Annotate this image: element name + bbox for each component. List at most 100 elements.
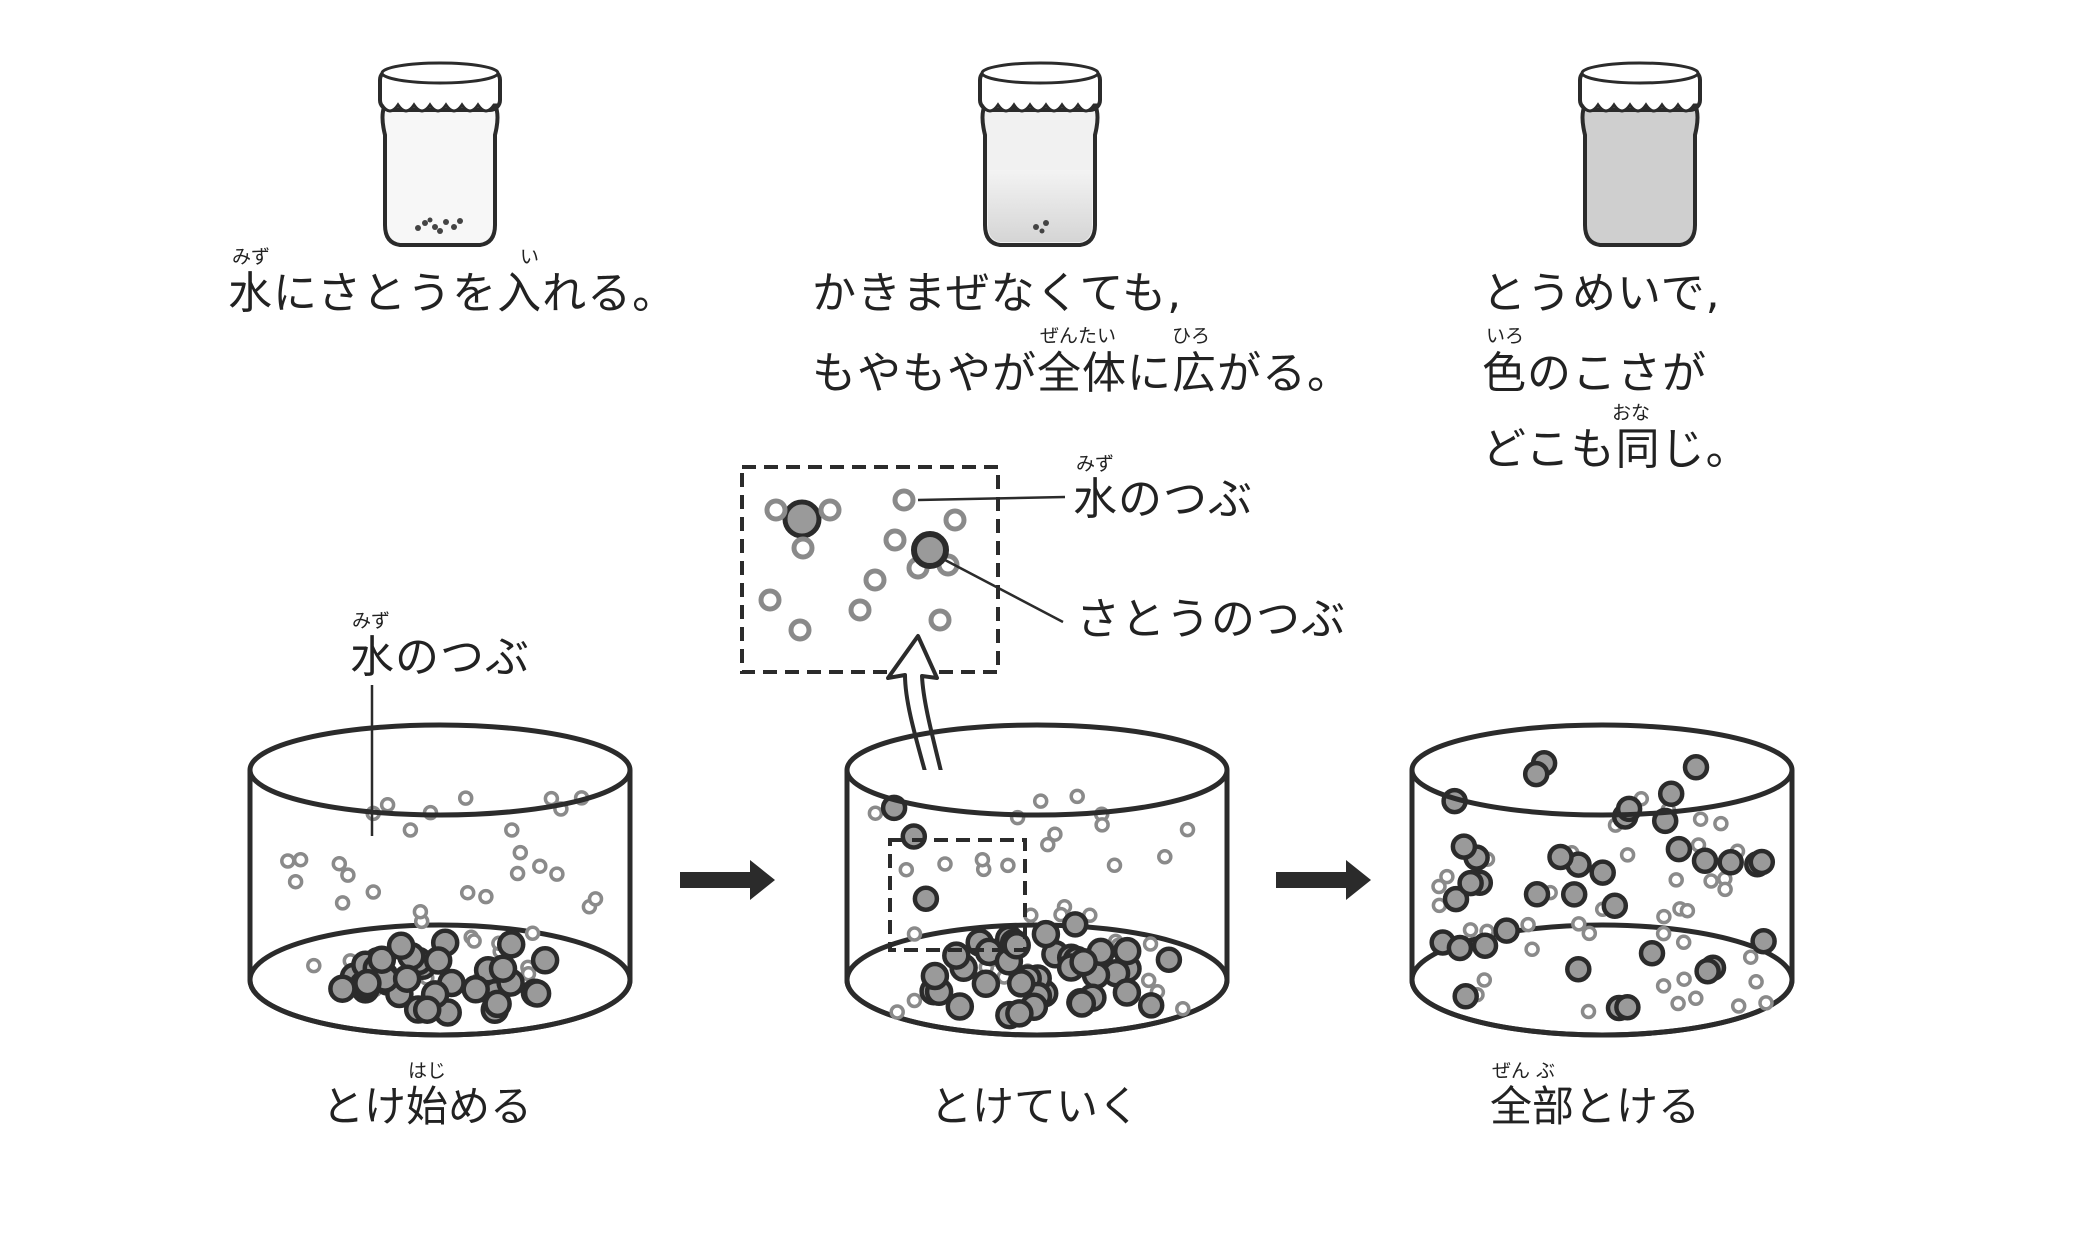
sugar-particle (412, 995, 442, 1024)
water-particle (1581, 925, 1598, 942)
zoom-sugar-particle (911, 531, 949, 569)
zoom-water-ruby: みず (1076, 453, 1115, 475)
water-particle (928, 608, 952, 632)
zoom-box (740, 465, 1066, 674)
water-particle (1157, 849, 1173, 865)
step1-text: 水にさとうを入れる。 (228, 268, 678, 319)
sugar-particle (1067, 989, 1097, 1018)
water-particle (863, 568, 887, 592)
sugar-particle (1450, 833, 1478, 860)
step1-ruby-i: い (520, 246, 540, 268)
sugar-particle (1442, 885, 1470, 913)
water-particle (1748, 974, 1764, 990)
water-particle (524, 925, 541, 942)
water-particle (937, 856, 953, 872)
water-particle (306, 957, 322, 974)
water-particle (512, 844, 529, 861)
water-particle (1679, 902, 1696, 919)
sugar-particle (1547, 843, 1574, 871)
sugar-particle (1137, 992, 1165, 1019)
water-particle (1175, 1000, 1191, 1017)
zoom-water-molecule (764, 498, 842, 560)
water-particle (848, 598, 872, 622)
water-particle (867, 805, 884, 821)
water-particle (340, 867, 356, 883)
step3-ruby-iro: いろ (1486, 325, 1525, 347)
sugar-particle (367, 945, 397, 974)
sugar-particle (945, 992, 975, 1021)
water-particle (892, 488, 916, 512)
water-particle (889, 1004, 905, 1020)
sugar-particle (1589, 859, 1616, 886)
sugar-particle (1657, 780, 1685, 808)
beaker1-caption: とけ始める (322, 1082, 533, 1131)
zoom-water-leader (917, 495, 1066, 502)
sugar-particle (1061, 911, 1089, 938)
water-particle (1688, 990, 1704, 1007)
water-particle (1520, 916, 1536, 933)
sugar-particle (1005, 999, 1034, 1028)
water-particle (509, 865, 526, 882)
step3-ruby-ona: おな (1612, 402, 1651, 424)
water-particle (883, 528, 907, 552)
jar-sugar-added (378, 61, 502, 247)
sugar-particle (1031, 919, 1061, 949)
sugar-particle (483, 989, 512, 1019)
arrow-1-to-2 (680, 860, 775, 900)
water-particle (365, 884, 382, 900)
jar-spreading (978, 61, 1102, 247)
beaker-dissolving (844, 722, 1230, 1038)
water-particle (1580, 1003, 1597, 1020)
water-particle (1094, 817, 1110, 833)
beaker1-water-ruby: みず (352, 610, 391, 632)
water-particle (1000, 857, 1016, 874)
beaker-starting (247, 685, 633, 1038)
water-particle (1619, 847, 1636, 863)
sugar-particle (900, 823, 928, 850)
water-particle (788, 618, 812, 642)
water-particle (1717, 881, 1733, 898)
water-particle (906, 992, 923, 1009)
water-particle (1524, 941, 1540, 958)
step1-ruby-mizu: みず (232, 246, 271, 268)
water-particle (1668, 872, 1684, 888)
sugar-particle (328, 974, 357, 1003)
sugar-particle (1471, 932, 1499, 959)
water-particle (1758, 995, 1774, 1011)
step3-line3: どこも同じ。 (1482, 424, 1751, 475)
water-particle (1142, 936, 1159, 952)
jar-uniform (1578, 61, 1702, 247)
sugar-particle (1446, 934, 1474, 962)
step2-line1: かきまぜなくても, (812, 268, 1183, 319)
sugar-particle (1006, 969, 1036, 998)
sugar-particle (920, 961, 950, 991)
water-particle (1476, 972, 1493, 988)
water-particle (1032, 793, 1049, 809)
water-particle (1656, 908, 1672, 925)
sugar-particle (461, 975, 490, 1004)
zoom-water-label: 水のつぶ (1073, 474, 1253, 525)
sugar-particle (1694, 957, 1721, 985)
water-particle (457, 790, 474, 806)
water-particle (1692, 811, 1709, 827)
sugar-particle (1665, 835, 1693, 863)
sugar-particle (1565, 955, 1592, 983)
zoom-sugar-label: さとうのつぶ (1076, 594, 1346, 645)
sugar-particle (1748, 848, 1776, 876)
water-particle (1730, 998, 1747, 1014)
sugar-particle (1457, 869, 1484, 897)
water-particle (549, 866, 565, 882)
sugar-particle (942, 941, 971, 970)
step2-ruby-hiro: ひろ (1172, 325, 1211, 347)
water-particle (1439, 868, 1455, 885)
sugar-particle (1523, 881, 1551, 908)
sugar-particle (488, 954, 518, 983)
water-particle (532, 858, 548, 874)
water-particle (504, 822, 520, 838)
step3-line2: 色のこさが (1482, 348, 1707, 399)
sugar-particle (1601, 892, 1629, 919)
sugar-particle (1638, 939, 1666, 967)
water-particle (459, 884, 476, 901)
sugar-particle (1691, 847, 1719, 875)
